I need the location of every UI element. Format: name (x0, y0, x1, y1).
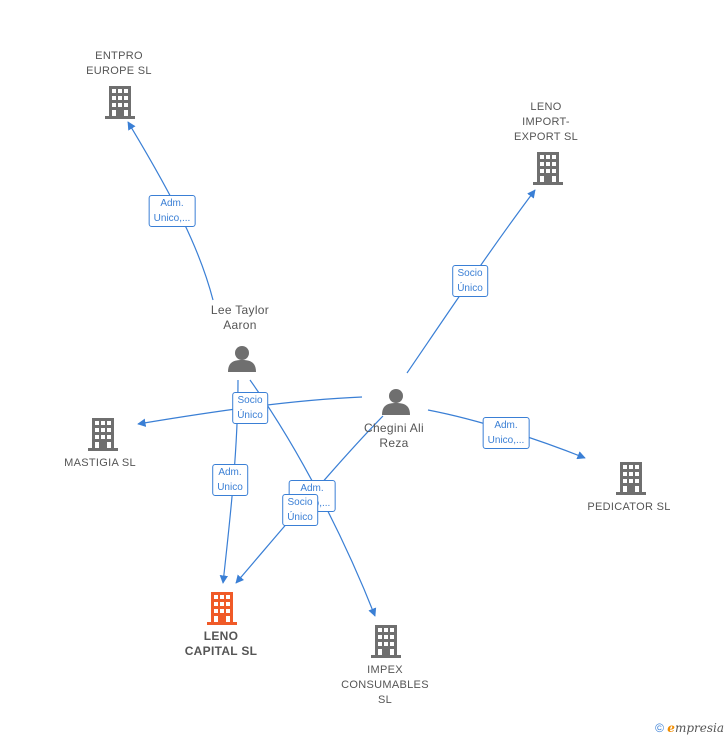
building-icon[interactable] (616, 462, 646, 495)
label-line: Chegini Ali (363, 421, 425, 435)
building-icon[interactable] (371, 625, 401, 658)
node-label-leno-capital[interactable]: LENO CAPITAL SL (185, 629, 258, 659)
edge-label-chegini-mastigia[interactable]: Socio Único (232, 392, 268, 424)
label-line: Reza (379, 436, 409, 450)
edge-label-line: Unico,... (153, 213, 191, 224)
brand-rest: mpresia (674, 721, 724, 735)
building-icon-highlight[interactable] (207, 592, 237, 625)
person-icon[interactable] (228, 346, 256, 372)
edge-label-line: Adm. (494, 420, 518, 431)
node-label-mastigia[interactable]: MASTIGIA SL (64, 456, 136, 471)
edge-label-lee-entpro[interactable]: Adm. Unico,... (148, 195, 196, 227)
footer-brand[interactable]: © empresia (655, 721, 724, 735)
edge-label-line: Único (457, 283, 483, 294)
edge-label-line: Único (287, 512, 313, 523)
label-line: MASTIGIA SL (64, 457, 136, 469)
person-icon[interactable] (382, 389, 410, 415)
label-line: Aaron (223, 318, 257, 332)
edge-label-chegini-pedicator[interactable]: Adm. Unico,... (482, 417, 530, 449)
edge-label-line: Unico,... (487, 435, 525, 446)
node-label-chegini[interactable]: Chegini Ali Reza (364, 421, 424, 451)
edge-label-line: Socio (237, 395, 263, 406)
edge-label-line: Unico (217, 482, 243, 493)
label-line: Lee Taylor (210, 303, 270, 317)
copyright-icon: © (655, 721, 664, 735)
building-icon[interactable] (88, 418, 118, 451)
edge-label-line: Socio (457, 268, 483, 279)
node-label-entpro[interactable]: ENTPRO EUROPE SL (86, 49, 152, 79)
label-line: CAPITAL SL (184, 644, 258, 658)
label-line: CONSUMABLES (341, 679, 429, 691)
node-label-lee[interactable]: Lee Taylor Aaron (211, 303, 269, 333)
label-line: IMPORT- (522, 116, 570, 128)
label-line: SL (377, 694, 393, 706)
edge-label-line: Socio (287, 497, 313, 508)
label-line: EUROPE SL (86, 65, 152, 77)
brand-initial: e (667, 721, 675, 735)
label-line: LENO (203, 629, 239, 643)
building-icon[interactable] (105, 86, 135, 119)
edge-label-chegini-lenoimport[interactable]: Socio Único (452, 265, 488, 297)
edge-label-line: Adm. (160, 198, 184, 209)
brand-logo: empresia (667, 721, 724, 735)
label-line: ENTPRO (95, 50, 143, 62)
node-label-impex[interactable]: IMPEX CONSUMABLES SL (341, 663, 429, 708)
label-line: IMPEX (367, 664, 403, 676)
edge-label-lee-lenocapital[interactable]: Adm. Unico (212, 464, 248, 496)
edge-label-chegini-lenocapital[interactable]: Socio Único (282, 494, 318, 526)
label-line: LENO (530, 101, 562, 113)
node-label-leno-import[interactable]: LENO IMPORT- EXPORT SL (514, 100, 578, 145)
edge-label-line: Adm. (218, 467, 242, 478)
building-icon[interactable] (533, 152, 563, 185)
label-line: PEDICATOR SL (587, 501, 671, 513)
edge-label-line: Único (237, 410, 263, 421)
node-label-pedicator[interactable]: PEDICATOR SL (587, 500, 670, 515)
label-line: EXPORT SL (513, 131, 579, 143)
edge-label-line: Adm. (300, 483, 324, 494)
